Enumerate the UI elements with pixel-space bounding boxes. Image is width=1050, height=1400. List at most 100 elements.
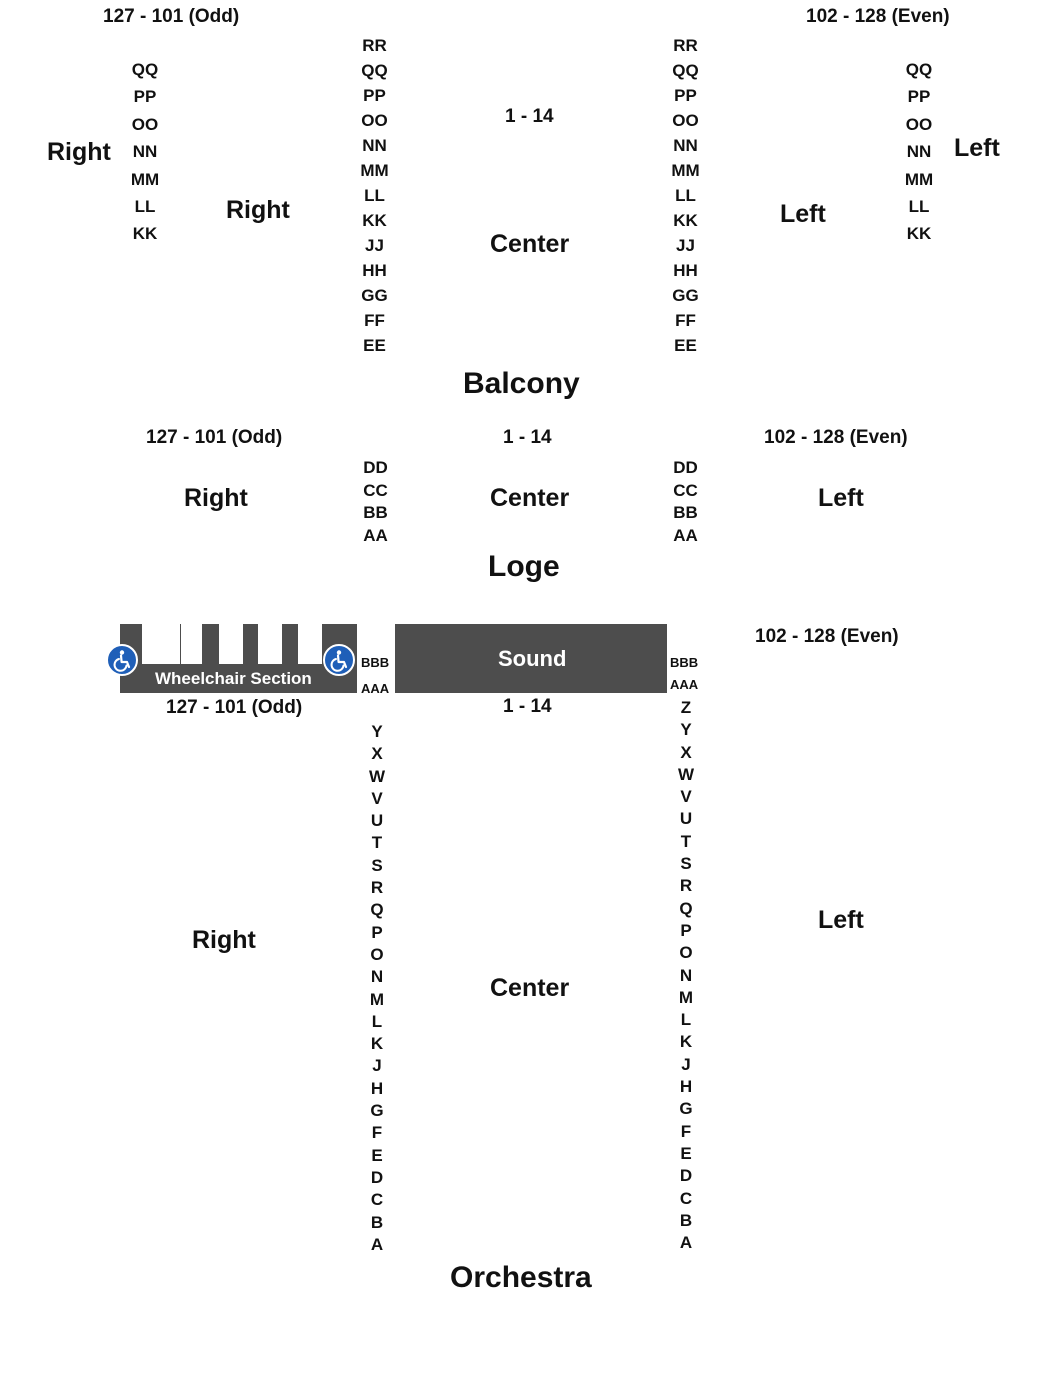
row-label: E [680, 1143, 692, 1163]
sound-booth [395, 624, 667, 693]
balcony-range-right: 127 - 101 (Odd) [103, 6, 240, 27]
row-label: NN [673, 136, 698, 155]
row-label: QQ [672, 61, 699, 80]
wheelchair-seat-slot [219, 624, 243, 664]
sound-label: Sound [498, 646, 567, 671]
loge-range-right: 127 - 101 (Odd) [146, 427, 283, 448]
wheelchair-seat-slot [181, 624, 202, 664]
row-label: M [369, 989, 385, 1009]
balcony-range-center: 1 - 14 [505, 106, 554, 127]
loge-left-label: Left [818, 484, 864, 512]
orchestra-right-label: Right [192, 926, 256, 954]
row-bbb-right: BBB [670, 655, 699, 670]
wheelchair-seat-slot [258, 624, 282, 664]
orchestra-title: Orchestra [450, 1261, 592, 1294]
row-label: HH [673, 261, 698, 280]
balcony-range-left: 102 - 128 (Even) [806, 6, 950, 27]
orchestra-range-right: 127 - 101 (Odd) [166, 697, 303, 718]
row-label: B [679, 1210, 693, 1230]
row-label: K [370, 1034, 384, 1054]
balcony-center-label: Center [490, 230, 570, 258]
row-label: G [679, 1099, 693, 1119]
row-label: AA [363, 525, 388, 545]
balcony-inner-left-label: Left [780, 200, 826, 228]
row-label: OO [672, 111, 699, 130]
row-label: PP [133, 87, 157, 107]
wheelchair-seat-101: 101 [301, 630, 319, 657]
row-label: NN [132, 142, 158, 162]
row-label: MM [671, 161, 700, 180]
row-label: DD [363, 458, 388, 477]
row-label: T [680, 831, 692, 851]
row-label: QQ [905, 60, 933, 79]
wheelchair-seat-111: 111 [142, 631, 160, 656]
wheelchair-seat-slot [298, 624, 322, 664]
row-label: M [678, 987, 694, 1007]
row-label: KK [132, 224, 158, 244]
row-label: C [370, 1190, 384, 1210]
row-label: J [372, 1056, 382, 1076]
row-label: F [680, 1121, 692, 1141]
wheelchair-icon [323, 644, 355, 676]
loge-title: Loge [488, 550, 560, 583]
wheelchair-seat-slot [142, 624, 161, 664]
wheelchair-icon [106, 644, 138, 676]
row-label: J [681, 1054, 691, 1074]
row-label: KK [362, 211, 387, 230]
row-label: Y [680, 720, 692, 740]
loge-right-label: Right [184, 484, 248, 512]
row-label: MM [904, 169, 934, 189]
orchestra-range-center: 1 - 14 [503, 696, 552, 717]
row-label: RR [673, 36, 698, 55]
row-label: OO [905, 114, 933, 134]
row-label: X [371, 744, 383, 764]
row-label: L [371, 1011, 383, 1031]
row-label: FF [675, 311, 696, 330]
row-label: BB [363, 503, 388, 523]
loge-range-left: 102 - 128 (Even) [764, 427, 908, 448]
orchestra-center-label: Center [490, 974, 570, 1002]
row-label: E [371, 1145, 383, 1165]
row-label: LL [675, 186, 696, 205]
wheelchair-section-label: Wheelchair Section [155, 669, 312, 688]
row-aaa-right: AAA [670, 677, 699, 692]
row-label: KK [673, 211, 698, 230]
row-label: KK [906, 224, 932, 244]
row-label: EE [674, 336, 697, 355]
row-label: GG [361, 286, 388, 305]
balcony-title: Balcony [463, 367, 580, 400]
row-label: S [371, 855, 383, 875]
loge-range-center: 1 - 14 [503, 427, 552, 448]
row-label: P [371, 922, 383, 942]
row-label: FF [364, 311, 385, 330]
row-label: LL [134, 197, 156, 217]
row-label: D [370, 1167, 384, 1187]
row-label: PP [363, 86, 386, 105]
row-label: H [370, 1078, 384, 1098]
row-label: HH [362, 261, 387, 280]
wheelchair-seat-103: 103 [261, 630, 279, 657]
row-label: BB [673, 503, 698, 523]
row-label: X [680, 742, 692, 762]
row-label: Z [680, 698, 692, 717]
row-label: MM [360, 161, 389, 180]
row-label: GG [672, 286, 699, 305]
row-label: Q [679, 898, 693, 918]
row-label: W [677, 764, 695, 784]
row-label: S [680, 854, 692, 874]
row-label: F [371, 1123, 383, 1143]
row-label: L [680, 1010, 692, 1030]
row-label: CC [363, 480, 388, 500]
row-label: EE [363, 336, 386, 355]
row-label: OO [131, 114, 159, 134]
balcony-outer-right-label: Right [47, 138, 111, 166]
row-label: R [679, 876, 693, 896]
row-label: NN [906, 142, 932, 162]
row-bbb-left: BBB [361, 655, 390, 670]
